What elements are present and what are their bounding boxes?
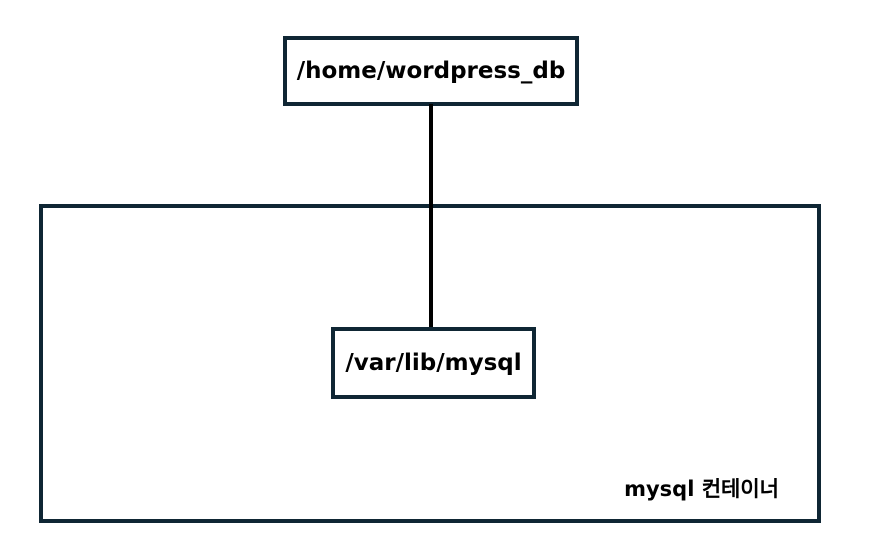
- host-path-box: /home/wordpress_db: [283, 36, 579, 106]
- container-path-label: /var/lib/mysql: [345, 350, 522, 376]
- host-path-label: /home/wordpress_db: [296, 58, 566, 84]
- container-name-label: mysql 컨테이너: [624, 477, 779, 501]
- container-path-box: /var/lib/mysql: [331, 327, 536, 399]
- volume-mount-connector: [429, 104, 433, 329]
